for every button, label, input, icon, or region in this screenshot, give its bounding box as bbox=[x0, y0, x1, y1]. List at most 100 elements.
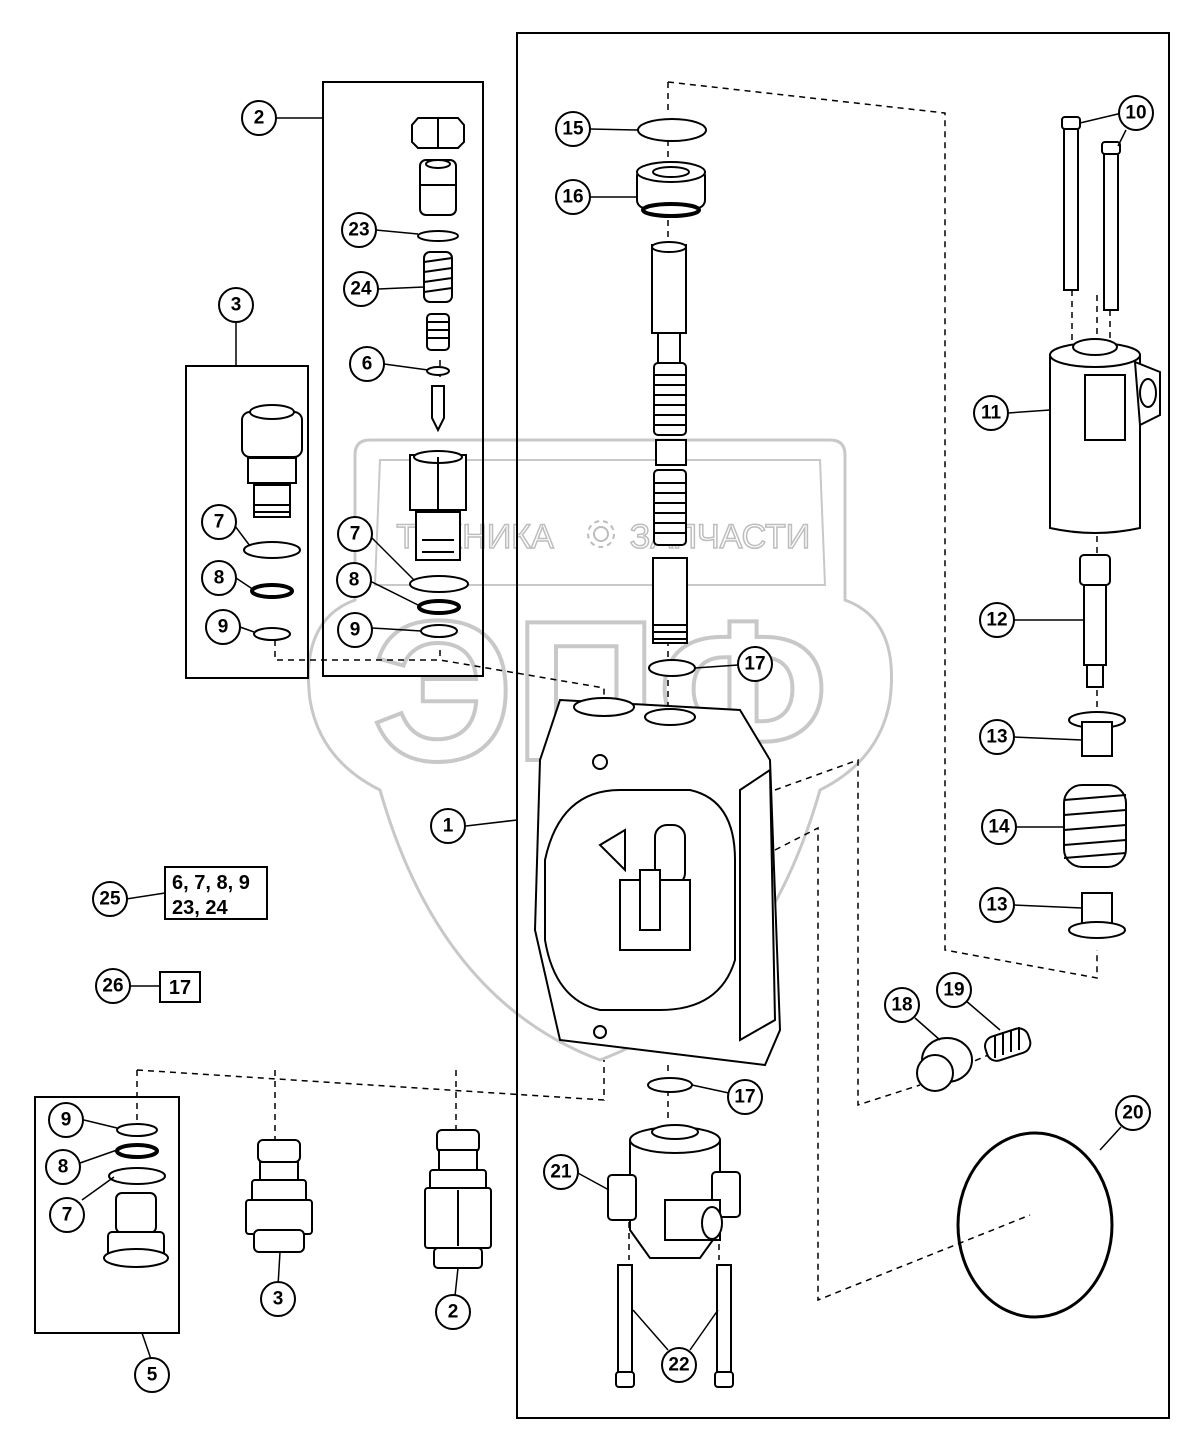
callout-8-box2[interactable]: 8 bbox=[336, 562, 372, 598]
callout-16[interactable]: 16 bbox=[555, 179, 591, 215]
svg-text:3: 3 bbox=[273, 1289, 284, 1310]
callout-15[interactable]: 15 bbox=[555, 111, 591, 147]
svg-text:14: 14 bbox=[988, 817, 1010, 838]
svg-text:9: 9 bbox=[61, 1110, 72, 1131]
part-ring-8-box5 bbox=[115, 1143, 159, 1159]
kit-box-5 bbox=[34, 1096, 180, 1334]
callout-23[interactable]: 23 bbox=[341, 212, 377, 248]
kit-25-line1: 6, 7, 8, 9 bbox=[172, 872, 250, 894]
part-screws-10 bbox=[1061, 116, 1121, 311]
svg-text:3: 3 bbox=[231, 295, 242, 316]
part-washer-6 bbox=[426, 366, 450, 376]
callout-13-bottom[interactable]: 13 bbox=[979, 887, 1015, 923]
part-oring-9-box3 bbox=[253, 627, 291, 641]
part-oring-9-box5 bbox=[116, 1123, 158, 1137]
part-oring-7-box2 bbox=[409, 575, 469, 593]
callout-25[interactable]: 25 bbox=[92, 881, 128, 917]
callout-17-bottom[interactable]: 17 bbox=[727, 1079, 763, 1115]
callout-12[interactable]: 12 bbox=[979, 602, 1015, 638]
svg-text:5: 5 bbox=[147, 1365, 158, 1386]
part-spring-19 bbox=[984, 1027, 1032, 1062]
callout-10[interactable]: 10 bbox=[1118, 95, 1154, 131]
callout-7-box2[interactable]: 7 bbox=[337, 516, 373, 552]
kit-25-line2: 23, 24 bbox=[172, 897, 228, 919]
svg-text:1: 1 bbox=[443, 816, 454, 837]
kit-box-25: 6, 7, 8, 9 23, 24 bbox=[164, 866, 268, 920]
svg-text:20: 20 bbox=[1122, 1103, 1143, 1124]
kit-legends: 6, 7, 8, 9 23, 24 17 bbox=[159, 866, 268, 1003]
svg-text:13: 13 bbox=[986, 895, 1007, 916]
part-ring-8-box3 bbox=[250, 583, 294, 599]
callout-7-box3[interactable]: 7 bbox=[201, 504, 237, 540]
svg-text:8: 8 bbox=[58, 1157, 69, 1178]
part-check-valve-body bbox=[241, 404, 303, 518]
part-washer-23 bbox=[417, 230, 459, 242]
svg-text:16: 16 bbox=[562, 187, 583, 208]
svg-text:21: 21 bbox=[550, 1162, 572, 1183]
svg-text:8: 8 bbox=[349, 570, 360, 591]
svg-text:25: 25 bbox=[99, 889, 121, 910]
svg-text:22: 22 bbox=[668, 1355, 689, 1376]
callout-3-box[interactable]: 3 bbox=[218, 287, 254, 323]
part-spool bbox=[651, 241, 688, 644]
callout-17-top[interactable]: 17 bbox=[737, 646, 773, 682]
part-plug bbox=[103, 1192, 169, 1268]
svg-text:9: 9 bbox=[350, 620, 361, 641]
part-oring-17-top bbox=[648, 659, 696, 677]
callout-18[interactable]: 18 bbox=[884, 987, 920, 1023]
svg-text:7: 7 bbox=[214, 512, 225, 533]
callout-8-box5[interactable]: 8 bbox=[45, 1149, 81, 1185]
part-nut bbox=[411, 117, 465, 149]
callout-2-box[interactable]: 2 bbox=[241, 100, 277, 136]
callout-24[interactable]: 24 bbox=[343, 271, 379, 307]
callout-7-box5[interactable]: 7 bbox=[49, 1197, 85, 1233]
callout-1[interactable]: 1 bbox=[430, 808, 466, 844]
svg-text:19: 19 bbox=[943, 980, 964, 1001]
svg-text:2: 2 bbox=[254, 108, 265, 129]
part-ring-8-box2 bbox=[417, 599, 461, 615]
callout-19[interactable]: 19 bbox=[936, 972, 972, 1008]
part-oring-7-box3 bbox=[243, 541, 301, 559]
callout-3-loose[interactable]: 3 bbox=[260, 1281, 296, 1317]
callout-8-box3[interactable]: 8 bbox=[201, 560, 237, 596]
part-end-cap-21 bbox=[607, 1124, 741, 1259]
callout-2-loose[interactable]: 2 bbox=[435, 1294, 471, 1330]
part-spring-seat-13-top bbox=[1068, 711, 1126, 757]
part-oring-9-box2 bbox=[420, 624, 458, 638]
part-screws-22 bbox=[615, 1264, 734, 1388]
part-pin bbox=[431, 385, 445, 433]
callout-21[interactable]: 21 bbox=[543, 1154, 579, 1190]
callout-26[interactable]: 26 bbox=[95, 968, 131, 1004]
callout-13-top[interactable]: 13 bbox=[979, 719, 1015, 755]
part-spring-seat-13-bottom bbox=[1068, 892, 1126, 939]
svg-text:7: 7 bbox=[62, 1205, 73, 1226]
svg-text:7: 7 bbox=[350, 524, 361, 545]
callout-22[interactable]: 22 bbox=[661, 1347, 697, 1383]
svg-text:2: 2 bbox=[448, 1302, 459, 1323]
callout-14[interactable]: 14 bbox=[981, 809, 1017, 845]
callout-9-box3[interactable]: 9 bbox=[205, 609, 241, 645]
callout-9-box5[interactable]: 9 bbox=[48, 1102, 84, 1138]
svg-text:13: 13 bbox=[986, 727, 1007, 748]
part-valve-body-1 bbox=[533, 697, 782, 1067]
callout-11[interactable]: 11 bbox=[973, 395, 1009, 431]
part-sleeve bbox=[419, 159, 457, 216]
part-oring-17-bottom bbox=[647, 1077, 693, 1093]
callout-20[interactable]: 20 bbox=[1115, 1095, 1151, 1131]
part-seal-retainer-16 bbox=[636, 161, 706, 218]
part-seal-20 bbox=[956, 1131, 1114, 1319]
callout-9-box2[interactable]: 9 bbox=[337, 612, 373, 648]
kit-box-2 bbox=[322, 81, 484, 677]
svg-text:23: 23 bbox=[348, 220, 369, 241]
svg-text:8: 8 bbox=[214, 568, 225, 589]
watermark-shield-outline bbox=[306, 438, 894, 1062]
svg-text:17: 17 bbox=[734, 1087, 755, 1108]
callout-5[interactable]: 5 bbox=[134, 1357, 170, 1393]
part-spring-cap-11 bbox=[1049, 338, 1161, 534]
part-check-cartridge-3 bbox=[245, 1139, 313, 1253]
callouts: 1 2 2 3 3 5 6 7 7 7 8 8 8 9 9 9 10 11 12… bbox=[45, 95, 1154, 1393]
kit-box-3 bbox=[185, 365, 309, 679]
callout-6[interactable]: 6 bbox=[349, 346, 385, 382]
part-relief-body bbox=[409, 450, 467, 561]
